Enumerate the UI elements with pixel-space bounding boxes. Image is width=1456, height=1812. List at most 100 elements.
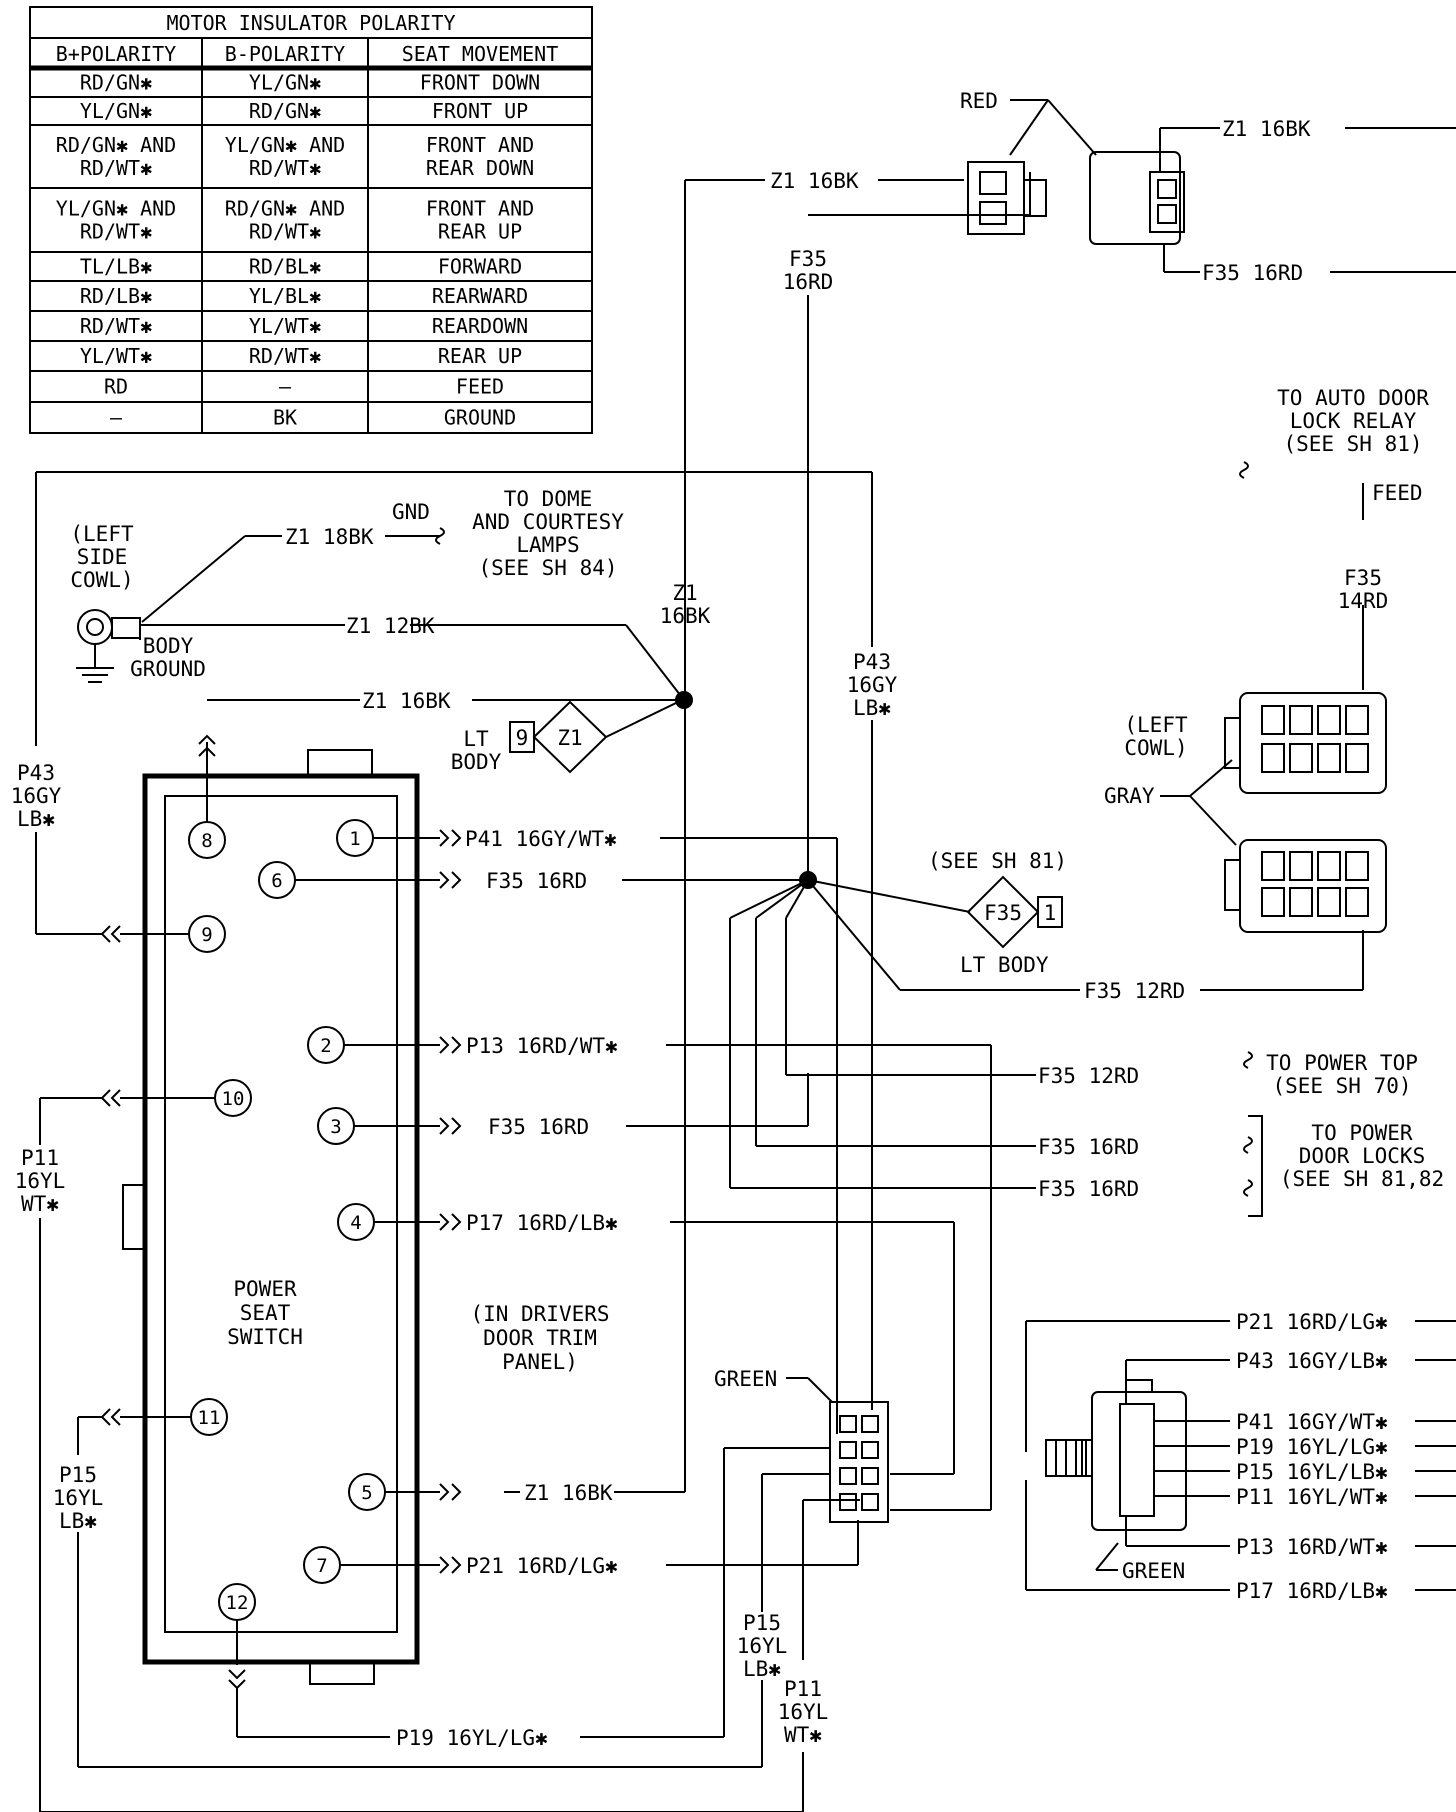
wire-f35-top-right: F35 16RD [1202,261,1303,285]
table-cell-r2-c2: REAR DOWN [426,156,534,180]
svg-text:3: 3 [330,1116,341,1138]
switch-outer-body [142,773,420,1665]
wire-p15-left-1: P15 [59,1463,97,1487]
label-body-ground-1: BODY [143,634,194,658]
pin-10: 10 [214,1079,252,1117]
right-wire-p21: P21 16RD/LG✱ [1236,1310,1388,1334]
right-wire-p19: P19 16YL/LG✱ [1236,1435,1388,1459]
table-cell-r8-c1: — [279,375,292,399]
switch-side-tab [122,1184,146,1250]
pin-3: 3 [317,1107,355,1145]
wire-p43-left-2: 16GY [11,784,62,808]
wire-p15-bottom-1: P15 [743,1611,781,1635]
right-wire-p11: P11 16YL/WT✱ [1236,1485,1388,1509]
svg-text:7: 7 [316,1555,327,1577]
switch-label-line2: SEAT [240,1301,291,1325]
switch-label-line1: POWER [233,1277,297,1301]
right-connector-labels: P21 16RD/LG✱ P43 16GY/LB✱ P41 16GY/WT✱ P… [1236,1310,1388,1603]
wire-p6-f35: F35 16RD [486,869,587,893]
table-cell-r1-c2: FRONT UP [432,99,528,123]
table-cell-r7-c2: REAR UP [438,344,522,368]
table-cell-r1-c1: RD/GN✱ [249,99,321,123]
table-cell-r9-c1: BK [273,406,297,430]
table-cell-r3-c1: RD/GN✱ AND [225,197,345,221]
wire-p11-left-2: 16YL [15,1169,66,1193]
table-title: MOTOR INSULATOR POLARITY [167,11,456,35]
svg-text:Z1: Z1 [557,726,582,750]
label-left-side-cowl-2: SIDE [77,545,128,569]
wire-z1-12bk: Z1 12BK [346,614,435,638]
motor-insulator-polarity-table: MOTOR INSULATOR POLARITY B+POLARITY B-PO… [29,6,593,434]
wire-p5-z1: Z1 16BK [524,1481,613,1505]
table-cell-r3-c0: RD/WT✱ [80,220,152,244]
pin-4: 4 [337,1203,375,1241]
label-power-top-2: (SEE SH 70) [1272,1074,1411,1098]
wire-p17: P17 16RD/LB✱ [466,1211,618,1235]
wire-p13: P13 16RD/WT✱ [466,1034,618,1058]
z1-splice-node [675,691,693,709]
wire-z1-16bk-top-right: Z1 16BK [1222,117,1311,141]
right-wire-p17: P17 16RD/LB✱ [1236,1579,1388,1603]
f35-splice-node [799,871,817,889]
power-seat-switch: POWER SEAT SWITCH (IN DRIVERS DOOR TRIM … [122,749,610,1685]
table-cell-r5-c1: YL/BL✱ [249,284,321,308]
pin-7: 7 [303,1546,341,1584]
table-cell-r4-c2: FORWARD [438,255,522,279]
table-cell-r0-c1: YL/GN✱ [249,71,321,95]
pin-9: 9 [188,915,226,953]
wire-z1-16bk-top: Z1 16BK [770,169,859,193]
table-cell-r6-c1: YL/WT✱ [249,314,321,338]
wire-p11-left-3: WT✱ [21,1192,59,1216]
wire-p11-bottom-1: P11 [784,1677,822,1701]
label-dome-2: AND COURTESY [472,510,624,534]
wire-f35-14rd-2: 14RD [1338,589,1389,613]
table-cell-r8-c2: FEED [456,375,504,399]
wire-f35-12rd-top: F35 12RD [1038,1064,1139,1088]
pin-5: 5 [348,1473,386,1511]
svg-text:10: 10 [222,1088,245,1110]
green-connector-right-icon [1045,1379,1187,1531]
table-cell-r3-c1: RD/WT✱ [249,220,321,244]
label-body-ground-2: GROUND [130,657,206,681]
left-cowl-connector-upper-icon [1224,692,1387,794]
wire-lines [35,172,1364,1812]
table-cell-r0-c2: FRONT DOWN [420,71,540,95]
wire-z1-vertical-2: 16BK [660,604,711,628]
table-header-b-minus: B-POLARITY [225,42,345,66]
table-cell-r5-c2: REARWARD [432,284,528,308]
wire-p41: P41 16GY/WT✱ [465,827,617,851]
label-door-locks-1: TO POWER [1311,1121,1413,1145]
table-cell-r2-c1: YL/GN✱ AND [225,133,345,157]
table-cell-r3-c2: REAR UP [438,220,522,244]
label-dome-1: TO DOME [504,487,593,511]
table-cell-r7-c0: YL/WT✱ [80,344,152,368]
label-dome-3: LAMPS [516,533,579,557]
svg-text:F35: F35 [984,901,1022,925]
label-door-locks-2: DOOR LOCKS [1299,1144,1425,1168]
label-left-cowl-1: (LEFT [1124,713,1188,737]
wire-f35-12rd-cowl: F35 12RD [1084,979,1185,1003]
z1-splice-marker: 9 Z1 [509,700,677,774]
wire-p15-bottom-3: LB✱ [743,1657,781,1681]
pin-8: 8 [188,821,226,859]
table-cell-r0-c0: RD/GN✱ [80,71,152,95]
wire-p43-mid-1: P43 [853,650,891,674]
annotations: RED GRAY GREEN GREEN (LEFT SIDE COWL) BO… [70,89,1444,1583]
label-power-top-1: TO POWER TOP [1266,1051,1418,1075]
green-connector-middle-icon [829,1401,889,1523]
label-auto-door-1: TO AUTO DOOR [1277,386,1429,410]
label-left-cowl-2: COWL) [1124,736,1187,760]
wire-z1-18bk: Z1 18BK [285,525,374,549]
wire-p11-bottom-2: 16YL [778,1700,829,1724]
label-dome-4: (SEE SH 84) [478,556,617,580]
right-wire-p43: P43 16GY/LB✱ [1236,1349,1388,1373]
label-red: RED [960,89,998,113]
wire-f35-vertical-2: 16RD [783,270,834,294]
label-auto-door-2: LOCK RELAY [1290,409,1417,433]
table-cell-r1-c0: YL/GN✱ [80,99,152,123]
table-cell-r8-c0: RD [104,375,128,399]
label-see-sh81: (SEE SH 81) [928,849,1067,873]
switch-top-tab [307,749,373,777]
wire-p15-left-2: 16YL [53,1486,104,1510]
